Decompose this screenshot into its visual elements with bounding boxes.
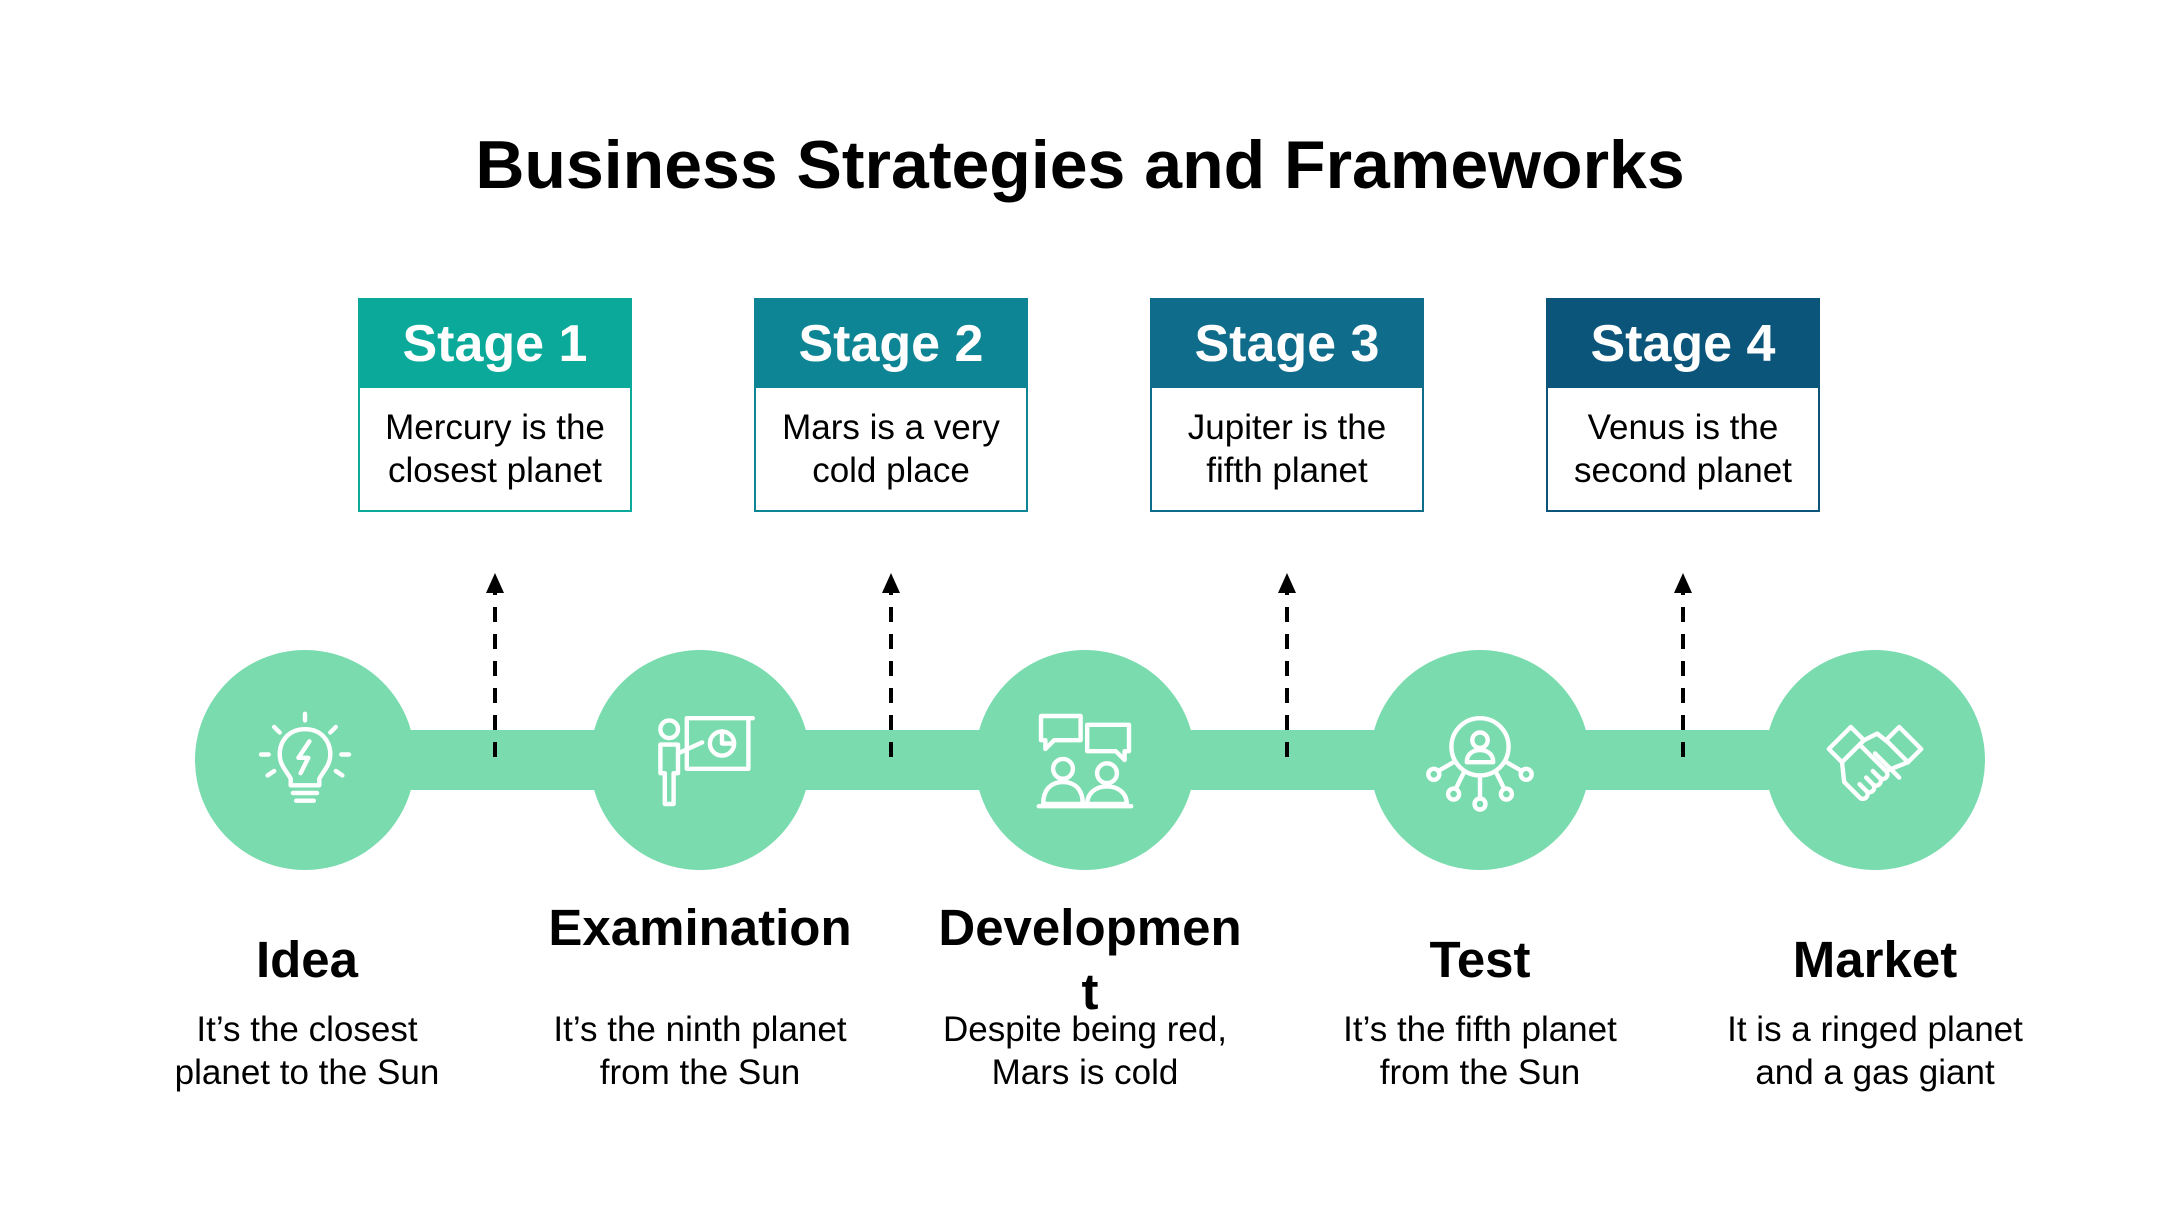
stage-header: Stage 3 <box>1152 300 1422 388</box>
step-circle <box>975 650 1195 870</box>
step-label-test: Test <box>1429 931 1531 988</box>
step-circle <box>590 650 810 870</box>
handshake-icon <box>1820 705 1930 815</box>
step-label-market: Market <box>1792 931 1958 988</box>
arrow-up-1 <box>486 573 504 757</box>
step-label-examination: Examination <box>548 899 852 956</box>
step-label-idea: Idea <box>255 931 359 988</box>
stage-header: Stage 1 <box>360 300 630 388</box>
page-title: Business Strategies and Frameworks <box>475 127 1685 203</box>
arrow-up-4 <box>1674 573 1692 757</box>
lightbulb-icon <box>250 705 360 815</box>
presentation-icon <box>645 705 755 815</box>
team-chat-icon <box>1030 705 1140 815</box>
user-network-icon <box>1425 705 1535 815</box>
step-description: Despite being red,Mars is cold <box>942 1010 1228 1092</box>
step-label-development: Development <box>938 899 1242 1020</box>
arrow-up-3 <box>1278 573 1296 757</box>
stage-header: Stage 2 <box>756 300 1026 388</box>
arrow-up-2 <box>882 573 900 757</box>
stage-header: Stage 4 <box>1548 300 1818 388</box>
